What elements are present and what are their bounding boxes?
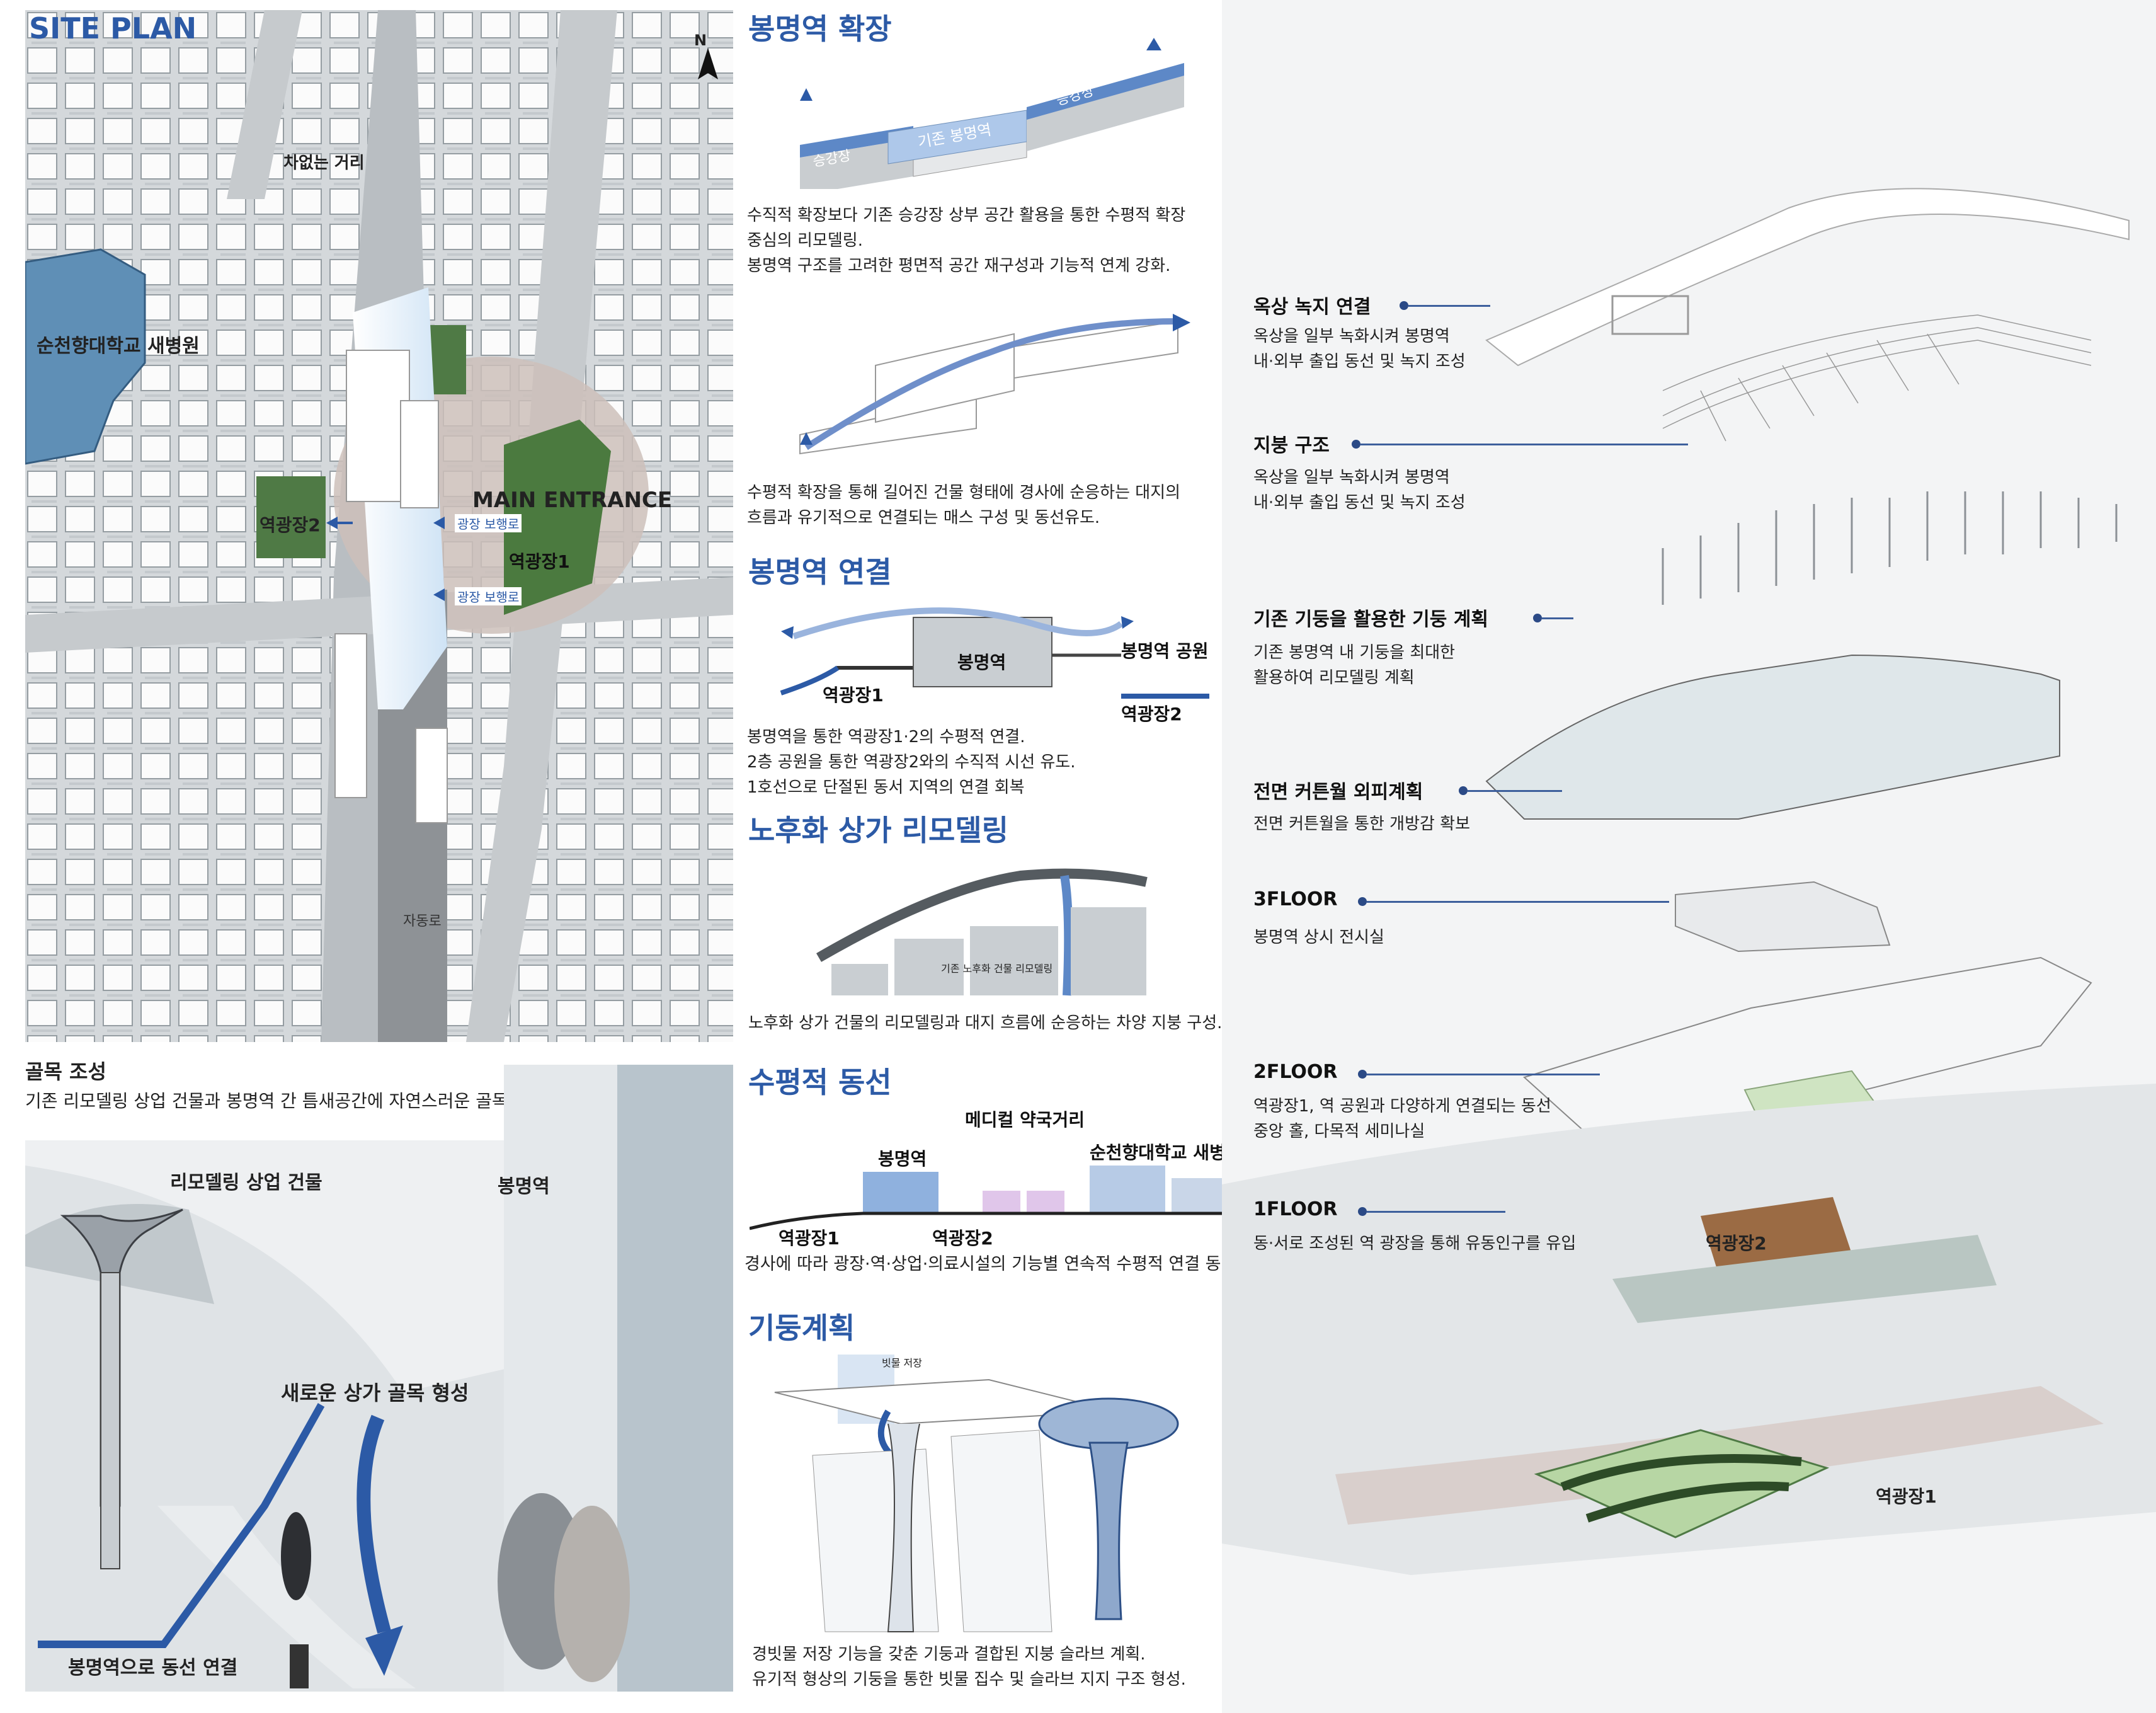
alley-render [25, 1065, 733, 1692]
alley-label-building: 리모델링 상업 건물 [170, 1172, 322, 1194]
zoning-axonometric [1222, 0, 2156, 1713]
label-plaza2: 역광장2 [260, 515, 321, 536]
zoning-item-2-desc: 옥상을 일부 녹화시켜 봉명역 내·외부 출입 동선 및 녹지 조성 [1253, 468, 1466, 512]
zoning-item-6-leader [1367, 1074, 1600, 1075]
zoning-item-1-dot [1400, 301, 1408, 310]
expansion-desc-2: 수평적 확장을 통해 길어진 건물 형태에 경사에 순응하는 대지의 흐름과 유… [747, 483, 1181, 527]
zoning-item-4-desc: 전면 커튼월을 통한 개방감 확보 [1253, 815, 1471, 834]
conn-label-park: 봉명역 공원 [1121, 641, 1209, 662]
label-car-free-street: 차없는 거리 [283, 154, 365, 173]
connection-diagram [780, 607, 1209, 699]
zoning-item-2-leader [1360, 444, 1688, 445]
zoning-item-1-title: 옥상 녹지 연결 [1253, 296, 1371, 318]
zoning-item-3-dot [1533, 614, 1542, 622]
horiz-label-plaza2: 역광장2 [932, 1228, 993, 1249]
zoning-item-7-leader [1367, 1211, 1505, 1213]
axo-label-plaza2: 역광장2 [1706, 1233, 1767, 1254]
horiz-label-station: 봉명역 [878, 1149, 927, 1169]
horizontal-diagram [750, 1166, 1247, 1230]
zoning-item-3-leader [1542, 617, 1573, 619]
site-plan-panel: SITE PLAN N 차없는 거리 순천향대학교 새병원 MAIN ENTRA… [25, 10, 733, 1042]
zoning-axo [1222, 0, 2156, 1713]
expansion-title: 봉명역 확장 [748, 12, 892, 46]
alley-label-alley: 새로운 상가 골목 형성 [281, 1381, 469, 1405]
column-diagram [774, 1355, 1179, 1632]
zoning-item-4-dot [1459, 786, 1468, 795]
zoning-item-7-dot [1358, 1207, 1367, 1216]
conn-label-plaza2: 역광장2 [1121, 704, 1182, 725]
conn-label-plaza1: 역광장1 [823, 685, 884, 706]
site-plan-title: SITE PLAN [29, 11, 197, 45]
zoning-item-4-leader [1468, 790, 1562, 792]
zoning-item-5-dot [1358, 897, 1367, 906]
label-plaza1: 역광장1 [509, 551, 570, 572]
column-desc: 경빗물 저장 기능을 갖춘 기둥과 결합된 지붕 슬라브 계획. 유기적 형상의… [752, 1645, 1186, 1689]
alley-label-connect: 봉명역으로 동선 연결 [68, 1657, 238, 1679]
zoning-item-4-title: 전면 커튼월 외피계획 [1253, 781, 1423, 803]
zoning-item-7-desc: 동·서로 조성된 역 광장을 통해 유동인구를 유입 [1253, 1234, 1577, 1253]
horiz-label-plaza1: 역광장1 [779, 1228, 840, 1249]
organic-column-icon [60, 1208, 183, 1507]
column-rain-label: 빗물 저장 [882, 1357, 922, 1369]
connection-desc: 봉명역을 통한 역광장1·2의 수평적 연결. 2층 공원을 통한 역광장2와의… [747, 728, 1076, 797]
remodel-title: 노후화 상가 리모델링 [748, 813, 1008, 847]
label-pedestrian-1: 광장 보행로 [455, 514, 522, 532]
remodel-diagram [816, 868, 1148, 996]
north-arrow-icon [698, 48, 718, 79]
label-hospital: 순천향대학교 새병원 [37, 335, 200, 357]
label-pedestrian-2: 광장 보행로 [455, 587, 522, 605]
zoning-item-6-desc: 역광장1, 역 공원과 다양하게 연결되는 동선 중앙 홀, 다목적 세미나실 [1253, 1097, 1551, 1141]
horiz-label-medical: 메디컬 약국거리 [965, 1109, 1085, 1130]
zoning-item-2-dot [1352, 440, 1360, 449]
connection-title: 봉명역 연결 [748, 555, 892, 589]
alley-perspective [25, 1065, 733, 1692]
zoning-item-6-title: 2FLOOR [1253, 1061, 1338, 1083]
expansion-diagram [800, 38, 1184, 189]
site-plan-map [25, 10, 733, 1042]
zoning-item-1-desc: 옥상을 일부 녹화시켜 봉명역 내·외부 출입 동선 및 녹지 조성 [1253, 327, 1466, 371]
zoning-item-3-desc: 기존 봉명역 내 기둥을 최대한 활용하여 리모델링 계획 [1253, 643, 1456, 687]
expansion-desc-1: 수직적 확장보다 기존 승강장 상부 공간 활용을 통한 수평적 확장 중심의 … [747, 206, 1186, 275]
alley-desc: 기존 리모델링 상업 건물과 봉명역 간 틈새공간에 자연스러운 골목길 조성 [25, 1091, 562, 1111]
alley-label-station: 봉명역 [498, 1176, 550, 1198]
zoning-item-1-leader [1408, 305, 1490, 307]
horizontal-title: 수평적 동선 [748, 1065, 892, 1099]
label-main-entrance: MAIN ENTRANCE [472, 488, 673, 513]
zoning-item-3-title: 기존 기둥을 활용한 기둥 계획 [1253, 609, 1488, 631]
expansion-flow-diagram [799, 314, 1190, 455]
column-title: 기둥계획 [748, 1311, 855, 1345]
horiz-label-hospital: 순천향대학교 새병원 [1090, 1142, 1242, 1163]
alley-title: 골목 조성 [25, 1060, 106, 1084]
zoning-item-2-title: 지붕 구조 [1253, 435, 1330, 457]
label-road: 자동로 [403, 914, 442, 929]
horizontal-desc: 경사에 따라 광장·역·상업·의료시설의 기능별 연속적 수평적 연결 동선 [744, 1254, 1237, 1274]
zoning-item-5-title: 3FLOOR [1253, 888, 1338, 910]
zoning-item-5-leader [1367, 901, 1669, 903]
column-field [1662, 491, 2118, 605]
remodel-inner-label: 기존 노후화 건물 리모델링 [941, 963, 1053, 975]
conn-label-station: 봉명역 [957, 652, 1007, 673]
north-label: N [694, 32, 707, 49]
zoning-item-5-desc: 봉명역 상시 전시실 [1253, 928, 1384, 947]
zoning-item-7-title: 1FLOOR [1253, 1198, 1338, 1220]
hospital-block [25, 248, 146, 465]
remodel-desc: 노후화 상가 건물의 리모델링과 대지 흐름에 순응하는 차양 지붕 구성. [748, 1014, 1223, 1033]
axo-label-plaza1: 역광장1 [1876, 1486, 1937, 1507]
zoning-item-6-dot [1358, 1070, 1367, 1079]
